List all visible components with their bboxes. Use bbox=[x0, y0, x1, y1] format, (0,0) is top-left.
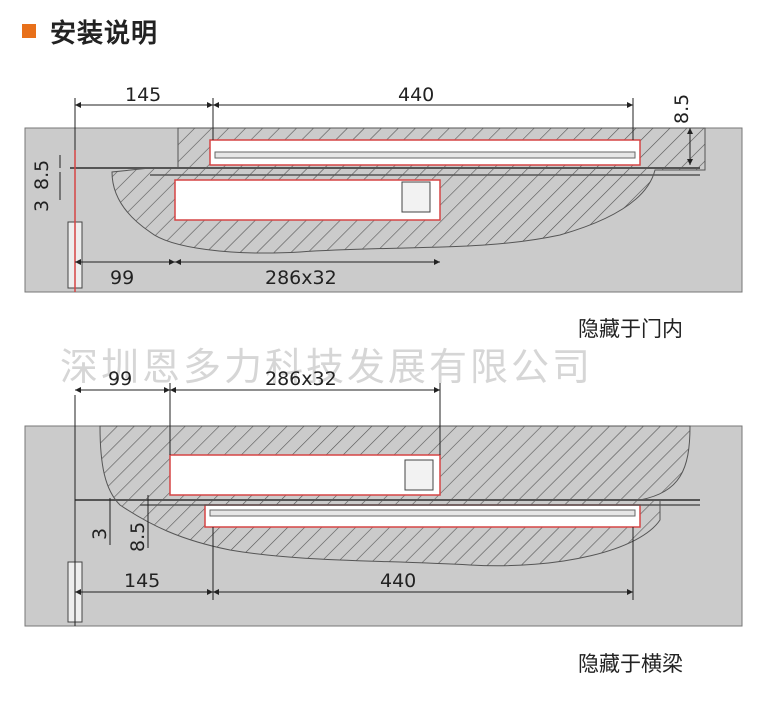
dim-label: 8.5 bbox=[31, 160, 53, 190]
company-watermark: 深圳恩多力科技发展有限公司 bbox=[60, 345, 594, 389]
dim-label: 440 bbox=[398, 84, 434, 106]
diagram-door-concealed: 145 440 8.5 8.5 3 99 286x32 bbox=[24, 84, 743, 293]
closer-body bbox=[174, 179, 441, 221]
dim-label: 286x32 bbox=[265, 267, 337, 289]
dim-label: 3 bbox=[89, 528, 111, 540]
dim-label: 286x32 bbox=[265, 368, 337, 390]
orange-square-icon bbox=[22, 24, 36, 38]
dim-label: 440 bbox=[380, 570, 416, 592]
dim-label: 145 bbox=[124, 570, 160, 592]
diagram-transom-concealed: 99 286x32 3 8.5 145 440 bbox=[24, 368, 743, 627]
caption-top: 隐藏于门内 bbox=[578, 317, 683, 341]
dim-label: 8.5 bbox=[671, 94, 693, 124]
dim-label: 145 bbox=[125, 84, 161, 106]
dim-label: 3 bbox=[31, 200, 53, 212]
dim-label: 99 bbox=[110, 267, 134, 289]
closer-body bbox=[169, 454, 441, 496]
caption-bottom: 隐藏于横梁 bbox=[578, 652, 683, 676]
dim-label: 8.5 bbox=[127, 522, 149, 552]
dim-label: 99 bbox=[108, 368, 132, 390]
section-header: 安装说明 bbox=[22, 14, 159, 49]
page-title: 安装说明 bbox=[50, 18, 159, 49]
